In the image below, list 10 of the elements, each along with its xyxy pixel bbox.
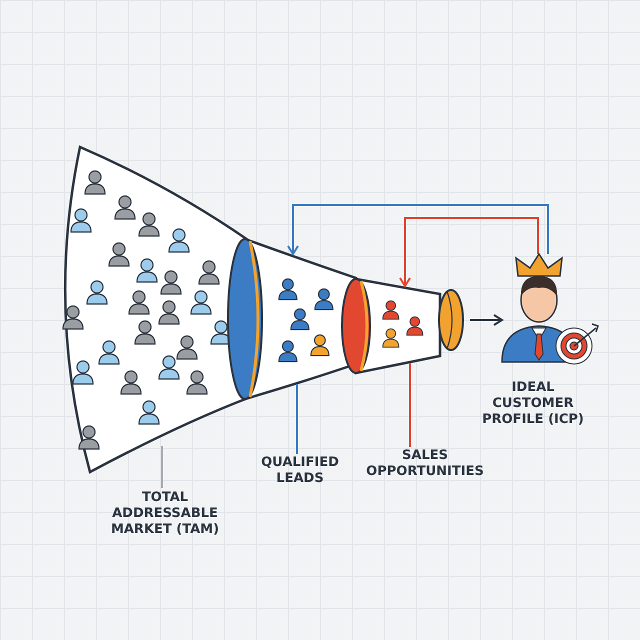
stage-label: TOTAL ADDRESSABLE MARKET (TAM) xyxy=(95,490,235,538)
profile-label: IDEAL CUSTOMER PROFILE (ICP) xyxy=(481,380,585,428)
stage-label: QUALIFIED LEADS xyxy=(255,455,345,487)
stage-label: SALES OPPORTUNITIES xyxy=(365,448,485,480)
leader-line xyxy=(409,363,411,447)
arrow xyxy=(399,217,539,287)
leader-line xyxy=(296,384,298,454)
arrow xyxy=(287,204,549,255)
arrow xyxy=(470,314,503,326)
leader-line xyxy=(161,446,163,488)
